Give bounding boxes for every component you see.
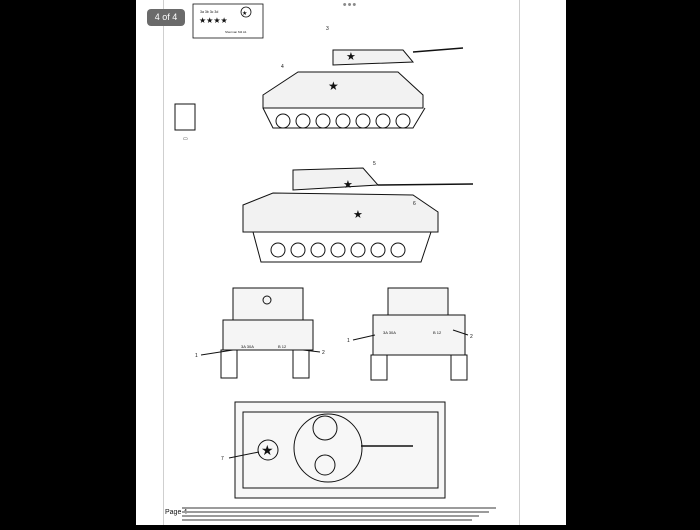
- page-right-edge: [519, 0, 520, 525]
- tank-drawings: 3a 3b 3c 3d ★★★★ ★ Sherman M4 A1 ▭ ★ ★ 3…: [174, 3, 474, 499]
- page-left-edge: [163, 0, 164, 525]
- svg-text:★: ★: [261, 442, 274, 458]
- page-indicator: 4 of 4: [147, 9, 185, 26]
- svg-text:1: 1: [195, 353, 198, 359]
- page-label: Page 4: [165, 509, 188, 516]
- svg-text:★: ★: [328, 79, 339, 93]
- more-options-icon[interactable]: •••: [342, 0, 358, 11]
- tank-side-view-top: ★ ★ 3 4: [262, 26, 464, 129]
- svg-text:7: 7: [221, 456, 224, 462]
- svg-text:3A 30A: 3A 30A: [383, 330, 396, 335]
- svg-text:3A 30A: 3A 30A: [241, 344, 254, 349]
- tank-top-view: ★ 7: [221, 401, 446, 499]
- svg-text:Sherman M4 A1: Sherman M4 A1: [225, 30, 247, 34]
- svg-text:3a 3b 3c 3d: 3a 3b 3c 3d: [200, 10, 218, 14]
- tank-rear-view-left: 3A 30A B 12 1 2: [195, 287, 325, 379]
- svg-text:B 12: B 12: [433, 330, 442, 335]
- svg-text:2: 2: [470, 334, 473, 340]
- svg-text:★★★★: ★★★★: [199, 16, 228, 25]
- svg-text:5: 5: [373, 161, 376, 167]
- svg-text:3: 3: [326, 26, 329, 32]
- svg-text:★: ★: [343, 179, 353, 191]
- svg-text:★: ★: [242, 10, 247, 17]
- footer-fine-print: [182, 505, 512, 521]
- svg-text:★: ★: [346, 51, 356, 63]
- svg-text:▭: ▭: [183, 136, 188, 142]
- instruction-page: 3a 3b 3c 3d ★★★★ ★ Sherman M4 A1 ▭ ★ ★ 3…: [163, 0, 519, 525]
- svg-text:4: 4: [281, 64, 284, 70]
- svg-text:2: 2: [322, 350, 325, 356]
- tank-rear-view-right: 3A 30A B 12 1 2: [347, 287, 473, 381]
- svg-text:6: 6: [413, 201, 416, 207]
- svg-text:1: 1: [347, 338, 350, 344]
- svg-text:B 12: B 12: [278, 344, 287, 349]
- tank-side-view-middle: ★ ★ 5 6: [242, 161, 474, 263]
- decal-sheet: 3a 3b 3c 3d ★★★★ ★ Sherman M4 A1: [192, 3, 264, 39]
- svg-text:★: ★: [353, 209, 363, 221]
